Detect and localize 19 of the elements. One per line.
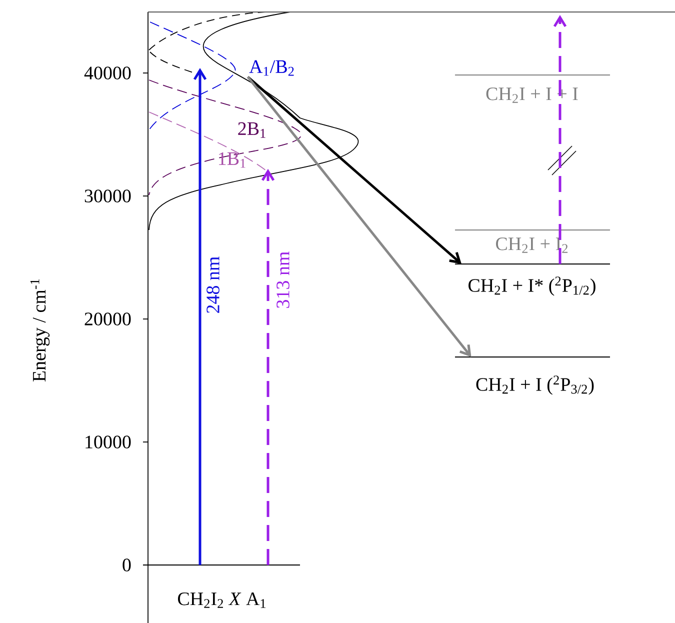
tick-label: 20000	[84, 312, 131, 326]
axis-title: Energy / cm$^{-1}$	[30, 279, 50, 382]
arrow	[261, 168, 275, 565]
arrow	[193, 68, 207, 565]
tick-label: 10000	[86, 436, 131, 448]
arrow	[553, 15, 567, 264]
arrow	[247, 76, 462, 264]
edge-label: 248 nm	[206, 255, 220, 315]
energy-level: CH$_{2}$I + I ($^{2}$P$_{3/2}$)	[454, 356, 610, 395]
energy-level: CH$_{2}$I + I* ($^{2}$P$_{1/2}$)	[454, 264, 610, 296]
tick-label: 30000	[84, 190, 131, 202]
arrow	[246, 76, 472, 357]
edge-label: 313 nm	[276, 250, 290, 310]
state-label: A$_{1}$/B$_{2}$	[249, 60, 294, 76]
state-label: 2B$_{1}$	[238, 122, 266, 138]
tick-label: 40000	[84, 66, 131, 80]
state-label: 1B$_{1}$	[219, 152, 246, 168]
energy-level: CH$_{2}$I$_{2}$ X A$_{1}$	[142, 564, 300, 608]
tick-label: 0	[122, 558, 131, 572]
